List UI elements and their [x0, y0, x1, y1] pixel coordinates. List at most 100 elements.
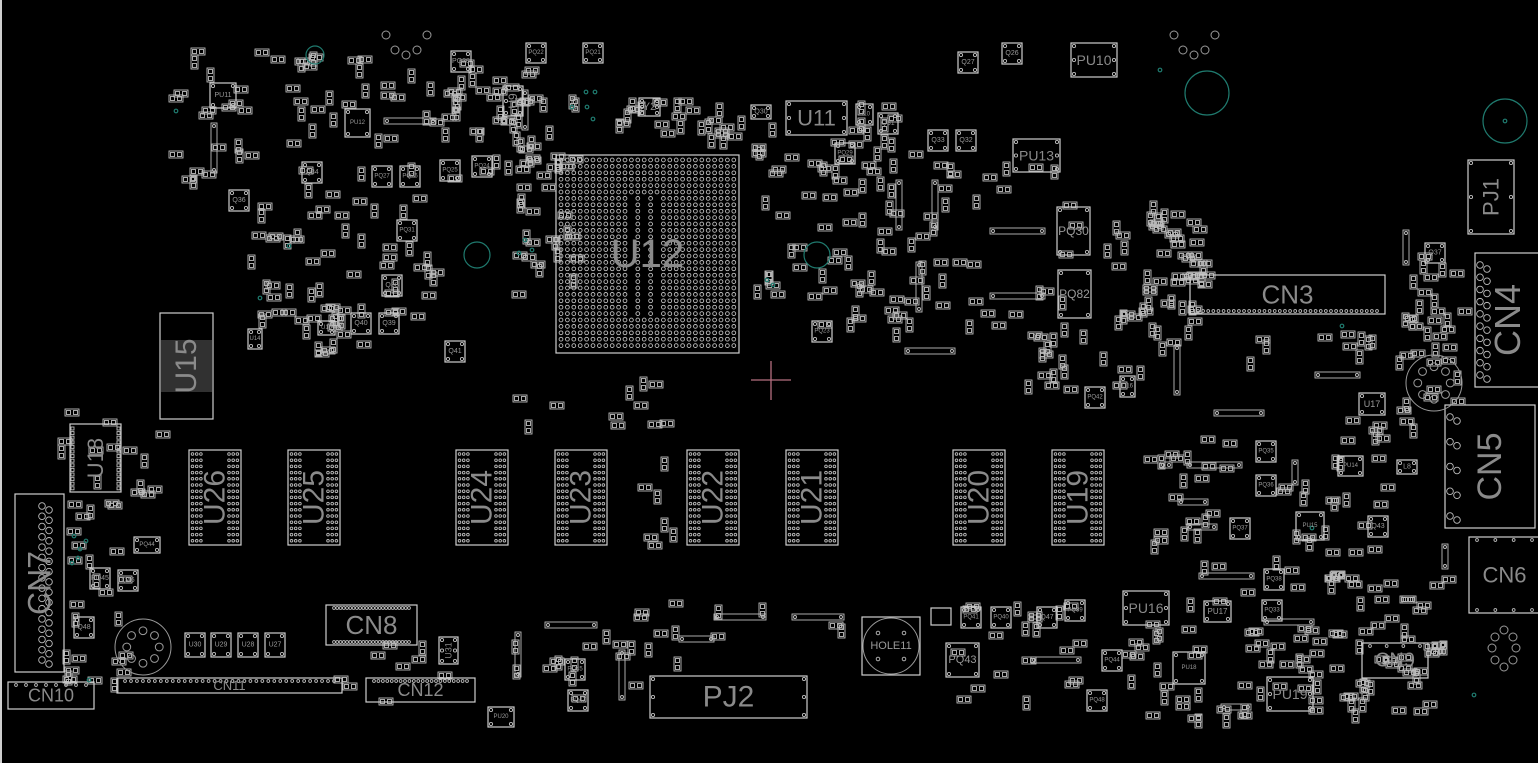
- smd-component[interactable]: [627, 640, 636, 656]
- smd-component[interactable]: [1021, 656, 1037, 665]
- smd-component[interactable]: [633, 401, 649, 410]
- smd-component[interactable]: [880, 134, 889, 150]
- smd-component[interactable]: [453, 95, 462, 111]
- smd-component[interactable]: [673, 656, 682, 672]
- smd-component[interactable]: [1347, 697, 1356, 713]
- mounting-hole-11[interactable]: [861, 616, 921, 676]
- smd-component[interactable]: [907, 237, 916, 253]
- smd-component[interactable]: [671, 112, 687, 121]
- smd-component[interactable]: [1160, 208, 1169, 224]
- smd-component[interactable]: [87, 676, 103, 685]
- smd-component[interactable]: [1340, 330, 1356, 339]
- smd-component[interactable]: [1153, 325, 1162, 341]
- smd-component[interactable]: [1187, 714, 1203, 723]
- smd-component[interactable]: [530, 260, 546, 269]
- smd-component[interactable]: [787, 243, 796, 259]
- smd-component[interactable]: [887, 183, 896, 199]
- smd-component[interactable]: [909, 276, 925, 285]
- smd-component[interactable]: [346, 270, 362, 279]
- smd-component[interactable]: [1187, 317, 1203, 326]
- component-pj2[interactable]: [649, 675, 808, 719]
- smd-component[interactable]: [525, 207, 541, 216]
- smd-component[interactable]: [647, 541, 663, 550]
- smd-component[interactable]: [441, 113, 457, 122]
- smd-component[interactable]: [968, 297, 984, 306]
- smd-component[interactable]: [876, 176, 885, 192]
- ic-pq44[interactable]: [1101, 649, 1123, 672]
- smd-component[interactable]: [1427, 316, 1443, 325]
- smd-component[interactable]: [1357, 521, 1373, 530]
- smd-component[interactable]: [1142, 284, 1158, 293]
- smd-component[interactable]: [1058, 295, 1067, 311]
- smd-component[interactable]: [818, 268, 827, 284]
- smd-component[interactable]: [817, 320, 833, 329]
- memory-u26[interactable]: [188, 449, 242, 546]
- smd-component[interactable]: [1145, 711, 1161, 720]
- smd-component[interactable]: [1033, 333, 1049, 342]
- smd-component[interactable]: [307, 211, 323, 220]
- long-component[interactable]: [1186, 523, 1218, 531]
- smd-component[interactable]: [1355, 679, 1371, 688]
- smd-component[interactable]: [1160, 299, 1176, 308]
- smd-component[interactable]: [235, 148, 244, 164]
- smd-component[interactable]: [1367, 584, 1383, 593]
- smd-component[interactable]: [310, 105, 326, 114]
- smd-component[interactable]: [447, 87, 463, 96]
- smd-component[interactable]: [993, 670, 1009, 679]
- smd-component[interactable]: [628, 681, 644, 690]
- smd-component[interactable]: [1440, 325, 1456, 334]
- smd-component[interactable]: [1345, 416, 1361, 425]
- smd-component[interactable]: [653, 489, 662, 505]
- smd-component[interactable]: [991, 321, 1007, 330]
- ic-q40[interactable]: [350, 312, 372, 335]
- smd-component[interactable]: [612, 640, 628, 649]
- ic-q31[interactable]: [877, 112, 899, 135]
- smd-component[interactable]: [104, 499, 120, 508]
- smd-component[interactable]: [915, 232, 931, 241]
- smd-component[interactable]: [1375, 434, 1391, 443]
- ic-pq40[interactable]: [990, 606, 1012, 629]
- smd-component[interactable]: [1358, 697, 1367, 713]
- smd-component[interactable]: [710, 632, 726, 641]
- smd-component[interactable]: [424, 264, 433, 280]
- smd-component[interactable]: [753, 284, 762, 300]
- smd-component[interactable]: [383, 134, 399, 143]
- smd-component[interactable]: [1134, 643, 1150, 652]
- smd-component[interactable]: [190, 47, 206, 56]
- smd-component[interactable]: [237, 106, 253, 115]
- smd-component[interactable]: [66, 527, 82, 536]
- smd-component[interactable]: [855, 282, 864, 298]
- smd-component[interactable]: [1127, 674, 1136, 690]
- smd-component[interactable]: [1399, 595, 1415, 604]
- long-component[interactable]: [544, 621, 598, 629]
- smd-component[interactable]: [140, 453, 149, 469]
- smd-component[interactable]: [988, 631, 1004, 640]
- smd-component[interactable]: [1391, 706, 1407, 715]
- smd-component[interactable]: [676, 119, 685, 135]
- smd-component[interactable]: [524, 419, 533, 435]
- long-component[interactable]: [989, 227, 1046, 235]
- smd-component[interactable]: [423, 251, 432, 267]
- smd-component[interactable]: [356, 340, 372, 349]
- smd-component[interactable]: [923, 212, 939, 221]
- smd-component[interactable]: [1200, 435, 1216, 444]
- smd-component[interactable]: [325, 90, 334, 106]
- smd-component[interactable]: [515, 165, 531, 174]
- smd-component[interactable]: [1299, 491, 1308, 507]
- smd-component[interactable]: [355, 63, 364, 79]
- smd-component[interactable]: [1272, 682, 1288, 691]
- smd-component[interactable]: [1298, 665, 1314, 674]
- memory-u24[interactable]: [455, 449, 509, 546]
- smd-component[interactable]: [659, 419, 675, 428]
- smd-component[interactable]: [1201, 462, 1217, 471]
- smd-component[interactable]: [1136, 365, 1145, 381]
- smd-component[interactable]: [1219, 464, 1235, 473]
- long-component[interactable]: [514, 631, 522, 678]
- smd-component[interactable]: [1359, 678, 1368, 694]
- smd-component[interactable]: [937, 184, 953, 193]
- smd-component[interactable]: [1144, 296, 1153, 312]
- smd-component[interactable]: [286, 139, 302, 148]
- smd-component[interactable]: [1194, 687, 1203, 703]
- memory-u19[interactable]: [1051, 449, 1105, 546]
- smd-component[interactable]: [1201, 513, 1210, 529]
